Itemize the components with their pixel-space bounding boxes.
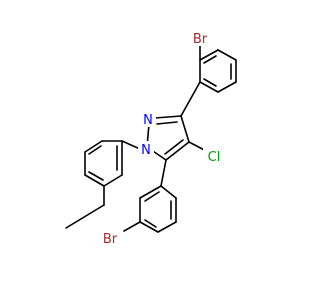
bond	[84, 174, 105, 187]
bond	[157, 221, 177, 233]
bond	[121, 140, 141, 150]
bond	[88, 171, 104, 181]
bond	[160, 185, 177, 199]
bond	[203, 55, 217, 64]
bond	[165, 141, 190, 161]
nitrogen-atom-label: N	[141, 143, 151, 158]
bond	[123, 221, 141, 232]
bromine-atom-label: Br	[193, 32, 208, 47]
bond	[139, 221, 159, 233]
bond	[217, 49, 237, 61]
bromine-atom-label: Br	[103, 232, 118, 247]
bond	[160, 159, 167, 187]
bond	[217, 81, 237, 93]
bond	[180, 81, 201, 117]
bond	[180, 115, 190, 143]
structure-diagram: Br N N Cl Br	[65, 30, 237, 247]
nitrogen-atom-label: N	[143, 113, 153, 128]
bond	[199, 49, 219, 61]
atom-labels: Br N N Cl Br	[96, 30, 225, 247]
bond	[156, 121, 178, 125]
bond	[144, 191, 160, 202]
bond	[164, 139, 184, 155]
bond	[84, 140, 103, 153]
bond	[139, 185, 162, 199]
bond	[203, 78, 217, 87]
bond	[103, 174, 123, 187]
bond	[88, 145, 102, 155]
bond	[199, 81, 219, 93]
bond	[144, 219, 157, 228]
bond	[154, 115, 182, 119]
bonds	[65, 44, 237, 233]
bond	[65, 204, 105, 229]
chlorine-atom-label: Cl	[208, 150, 221, 165]
